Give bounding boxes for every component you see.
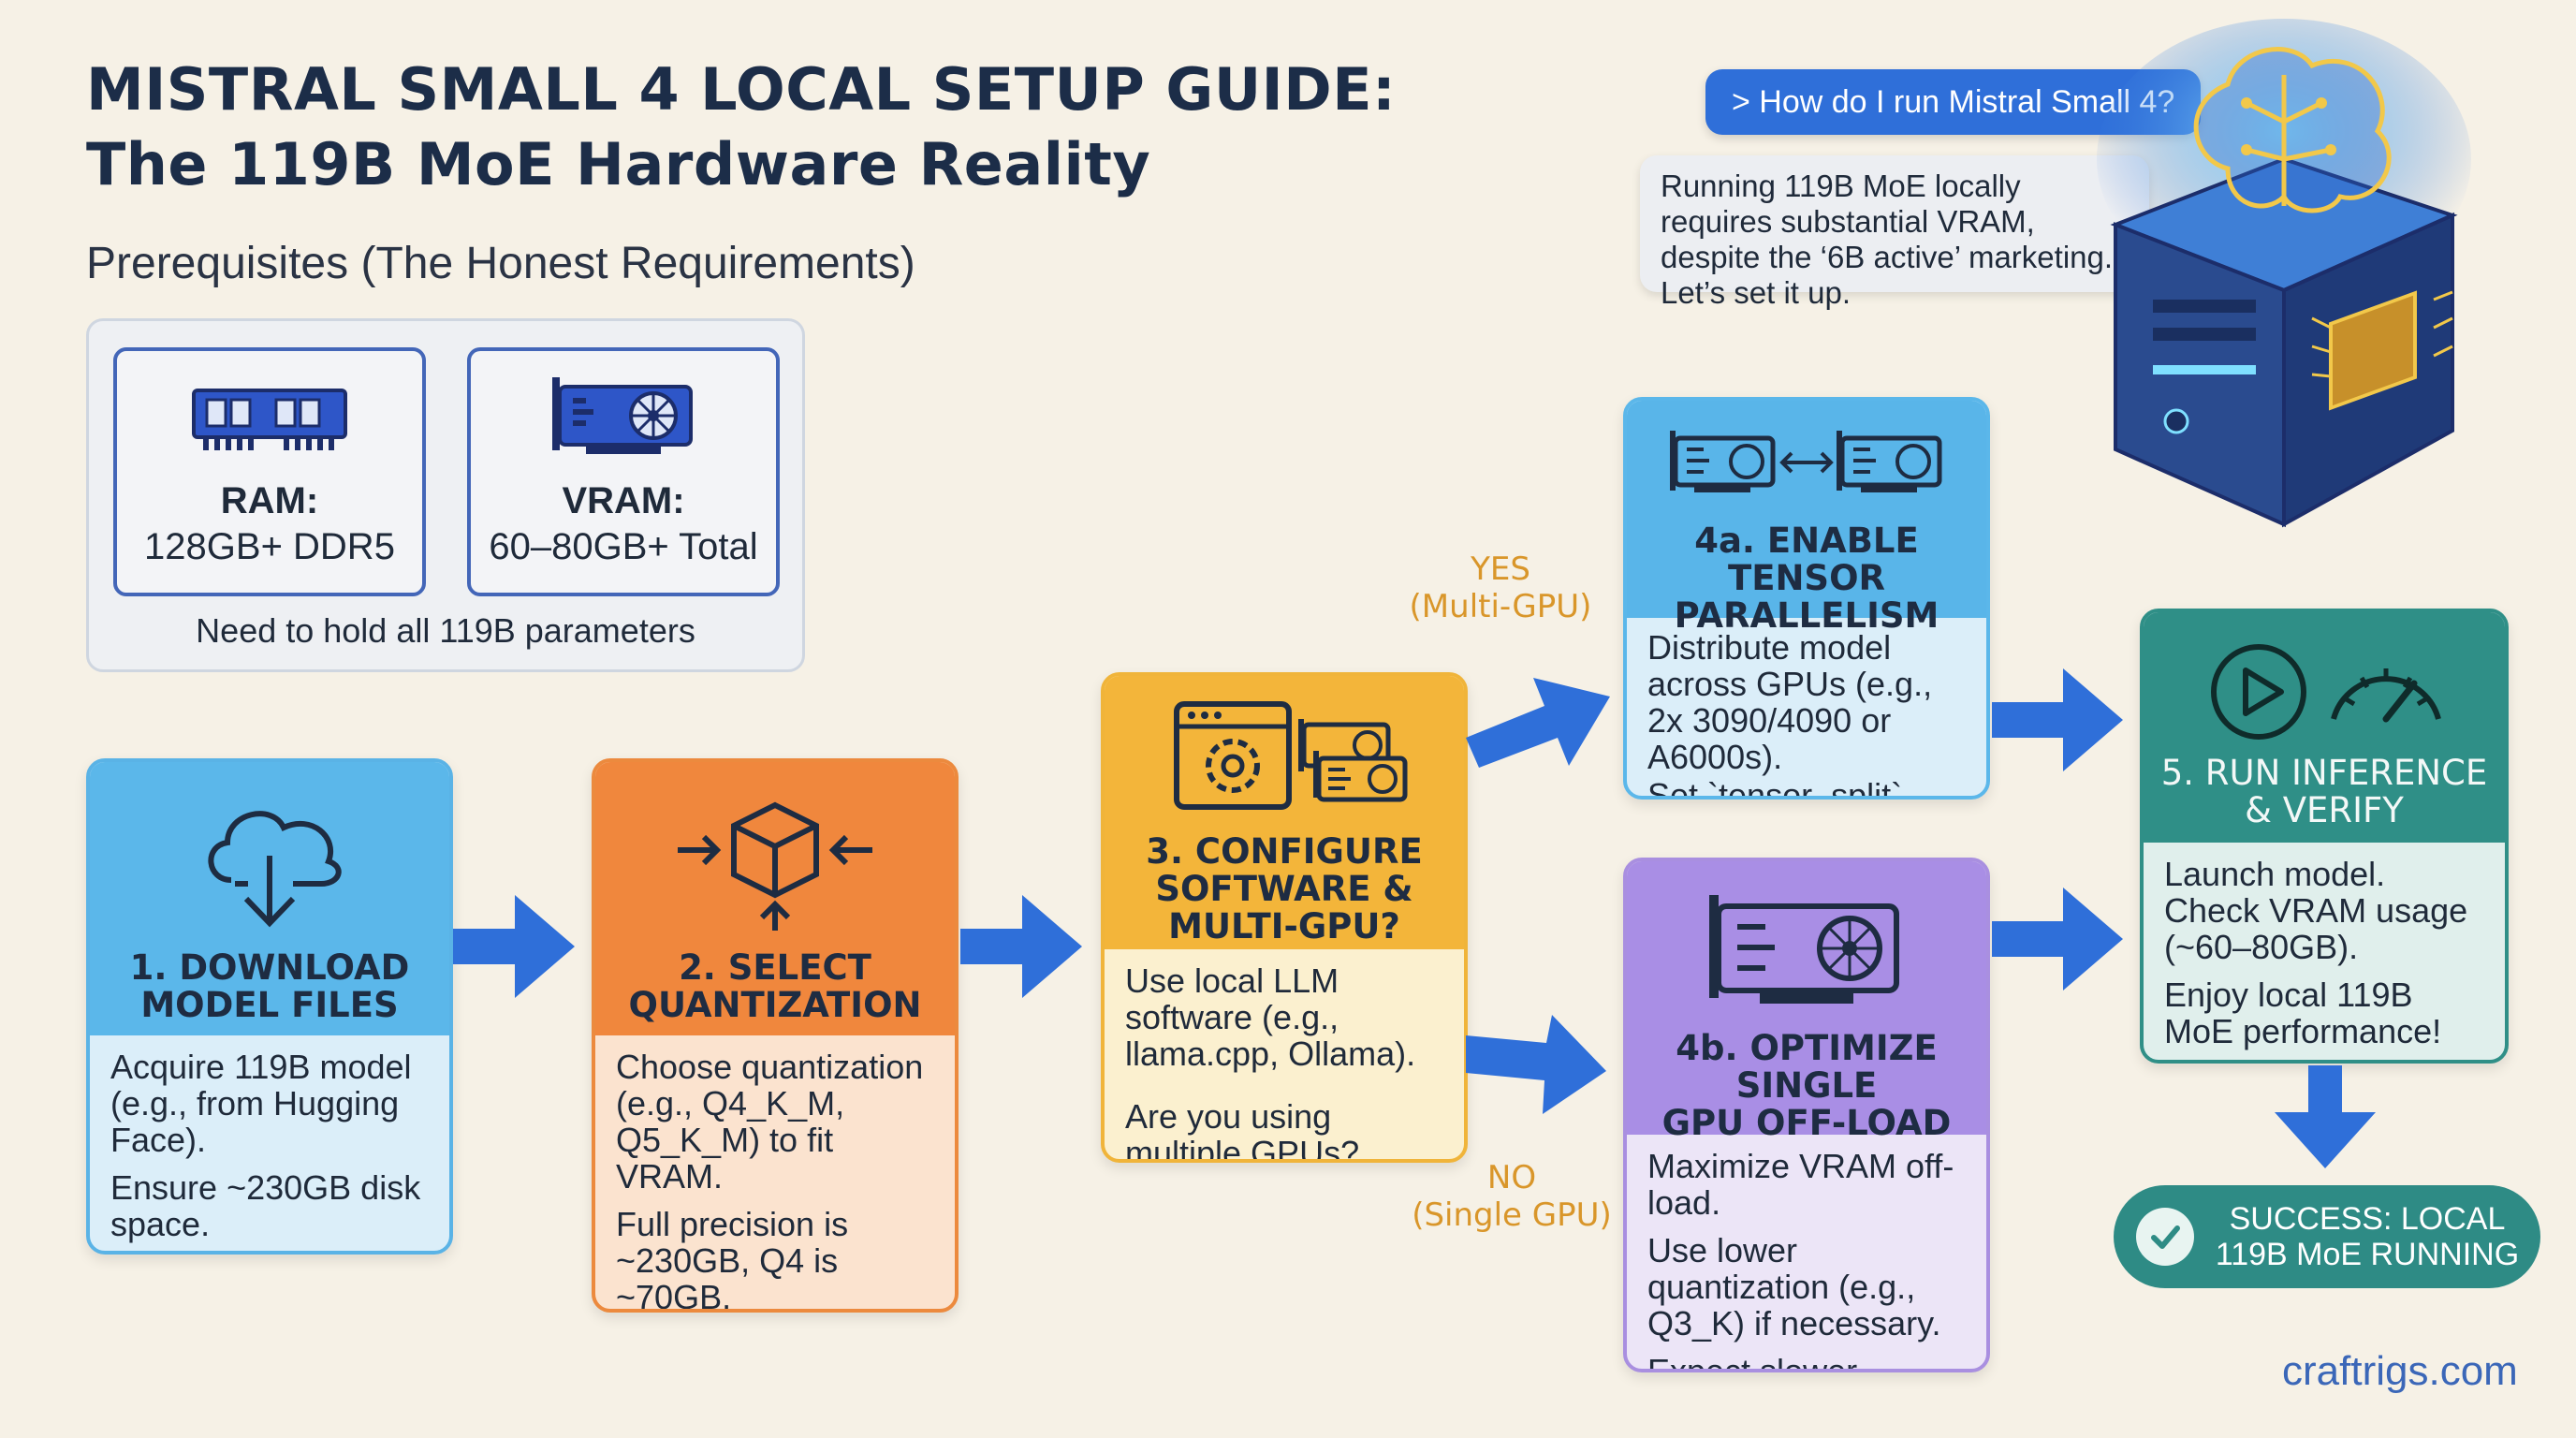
step-single-gpu-offload: 4b. OPTIMIZE SINGLE GPU OFF-LOAD Maximiz… [1623, 858, 1990, 1372]
page-title: MISTRAL SMALL 4 LOCAL SETUP GUIDE: The 1… [86, 52, 1490, 202]
ram-module-icon [117, 374, 422, 463]
step-configure-title-3: MULTI-GPU? [1168, 906, 1400, 946]
checkmark-icon [2136, 1208, 2194, 1266]
vram-label: VRAM: [562, 480, 685, 521]
arrow-step1-to-step2 [453, 895, 575, 998]
success-line-1: SUCCESS: LOCAL [2229, 1201, 2506, 1237]
vram-value: 60–80GB+ Total [489, 526, 758, 567]
title-line-1: MISTRAL SMALL 4 LOCAL SETUP GUIDE: [86, 55, 1397, 124]
step-configure-text-2: Are you using multiple GPUs? [1125, 1097, 1360, 1163]
step-quantization-header: 2. SELECT QUANTIZATION [595, 762, 955, 1035]
step-quantization-title-2: QUANTIZATION [628, 985, 922, 1025]
arrow-yes-to-step4a [1466, 678, 1610, 768]
ai-server-illustration [2050, 19, 2499, 543]
step-select-quantization: 2. SELECT QUANTIZATION Choose quantizati… [592, 758, 959, 1313]
gpu-card-icon [471, 374, 776, 463]
branch-yes-label: YES (Multi-GPU) [1402, 550, 1599, 625]
step-run-text-2: Enjoy local 119B MoE performance! [2164, 976, 2442, 1050]
branch-no-line-1: NO [1486, 1159, 1537, 1196]
step-download-model: 1. DOWNLOAD MODEL FILES Acquire 119B mod… [86, 758, 453, 1255]
branch-no-line-2: (Single GPU) [1412, 1196, 1612, 1234]
step-offload-title-2: GPU OFF-LOAD [1661, 1103, 1952, 1143]
prerequisites-note: Need to hold all 119B parameters [196, 611, 695, 650]
step-offload-header: 4b. OPTIMIZE SINGLE GPU OFF-LOAD [1627, 861, 1986, 1142]
success-badge: SUCCESS: LOCAL 119B MoE RUNNING [2114, 1185, 2540, 1288]
arrow-step5-to-success [2275, 1065, 2376, 1168]
step-run-inference: 5. RUN INFERENCE & VERIFY Launch model. … [2140, 609, 2509, 1064]
step-configure-header: 3. CONFIGURE SOFTWARE & MULTI-GPU? [1105, 676, 1464, 949]
step-offload-text-3: Expect slower speeds if spilling to RAM. [1647, 1352, 1858, 1372]
step-offload-text-1: Maximize VRAM off-load. [1647, 1147, 1954, 1222]
arrow-step4b-to-step5 [1992, 888, 2123, 990]
branch-yes-line-1: YES [1471, 550, 1530, 588]
step-download-title-2: MODEL FILES [140, 985, 399, 1025]
arrow-step4a-to-step5 [1992, 668, 2123, 771]
step-tensor-text-1: Distribute model across GPUs (e.g., 2x 3… [1647, 628, 1933, 776]
step-run-header: 5. RUN INFERENCE & VERIFY [2144, 612, 2505, 843]
branch-yes-line-2: (Multi-GPU) [1409, 588, 1592, 625]
cloud-download-icon [90, 790, 449, 931]
step-offload-text-2: Use lower quantization (e.g., Q3_K) if n… [1647, 1231, 1941, 1343]
ram-value: 128GB+ DDR5 [144, 526, 395, 567]
step-quantization-text-2: Full precision is ~230GB, Q4 is ~70GB. [616, 1205, 849, 1313]
step-configure-text-1: Use local LLM software (e.g., llama.cpp,… [1125, 961, 1416, 1073]
step-configure-title-2: SOFTWARE & [1155, 869, 1413, 909]
prerequisites-panel: RAM: 128GB+ DDR5 VRAM: 60–80GB+ Total Ne… [86, 318, 805, 672]
step-configure-title-1: 3. CONFIGURE [1146, 831, 1423, 872]
step-tensor-title-1: 4a. ENABLE TENSOR [1694, 521, 1919, 598]
success-line-2: 119B MoE RUNNING [2215, 1237, 2520, 1272]
step-download-text-2: Ensure ~230GB disk space. [110, 1168, 421, 1243]
arrow-no-to-step4b [1466, 1015, 1606, 1114]
step-tensor-header: 4a. ENABLE TENSOR PARALLELISM [1627, 401, 1986, 635]
arrow-step2-to-step3 [960, 895, 1082, 998]
step-tensor-parallelism: 4a. ENABLE TENSOR PARALLELISM Distribute… [1623, 397, 1990, 800]
branch-no-label: NO (Single GPU) [1404, 1159, 1619, 1234]
step-download-header: 1. DOWNLOAD MODEL FILES [90, 762, 449, 1035]
gpu-card-icon [1298, 719, 1408, 802]
ram-label: RAM: [220, 480, 319, 521]
step-download-title-1: 1. DOWNLOAD [129, 947, 410, 988]
step-run-title-2: & VERIFY [2245, 790, 2404, 830]
prerequisites-heading: Prerequisites (The Honest Requirements) [86, 239, 915, 288]
chat-answer-bubble: Running 119B MoE locally requires substa… [1640, 155, 2149, 310]
step-offload-title-1: 4b. OPTIMIZE SINGLE [1676, 1028, 1938, 1106]
play-gauge-icon [2144, 640, 2505, 743]
settings-window-icon [1105, 695, 1464, 826]
dual-gpu-icon [1627, 425, 1986, 509]
step-quantization-title-1: 2. SELECT [679, 947, 871, 988]
step-tensor-text-2: Set `tensor_split`. [1647, 776, 1912, 800]
step-run-text-1: Launch model. Check VRAM usage (~60–80GB… [2164, 855, 2468, 966]
vram-card: VRAM: 60–80GB+ Total [467, 347, 780, 596]
step-quantization-text-1: Choose quantization (e.g., Q4_K_M, Q5_K_… [616, 1048, 924, 1196]
ram-card: RAM: 128GB+ DDR5 [113, 347, 426, 596]
footer-site-link[interactable]: craftrigs.com [2282, 1348, 2518, 1394]
compress-cube-icon [595, 790, 955, 931]
step-configure-software: 3. CONFIGURE SOFTWARE & MULTI-GPU? Use l… [1101, 672, 1468, 1163]
step-download-text-1: Acquire 119B model (e.g., from Hugging F… [110, 1048, 412, 1159]
step-run-title-1: 5. RUN INFERENCE [2160, 753, 2488, 793]
title-line-2: The 119B MoE Hardware Reality [86, 130, 1151, 198]
step-tensor-title-2: PARALLELISM [1674, 595, 1939, 636]
gpu-card-icon [1627, 889, 1986, 1020]
